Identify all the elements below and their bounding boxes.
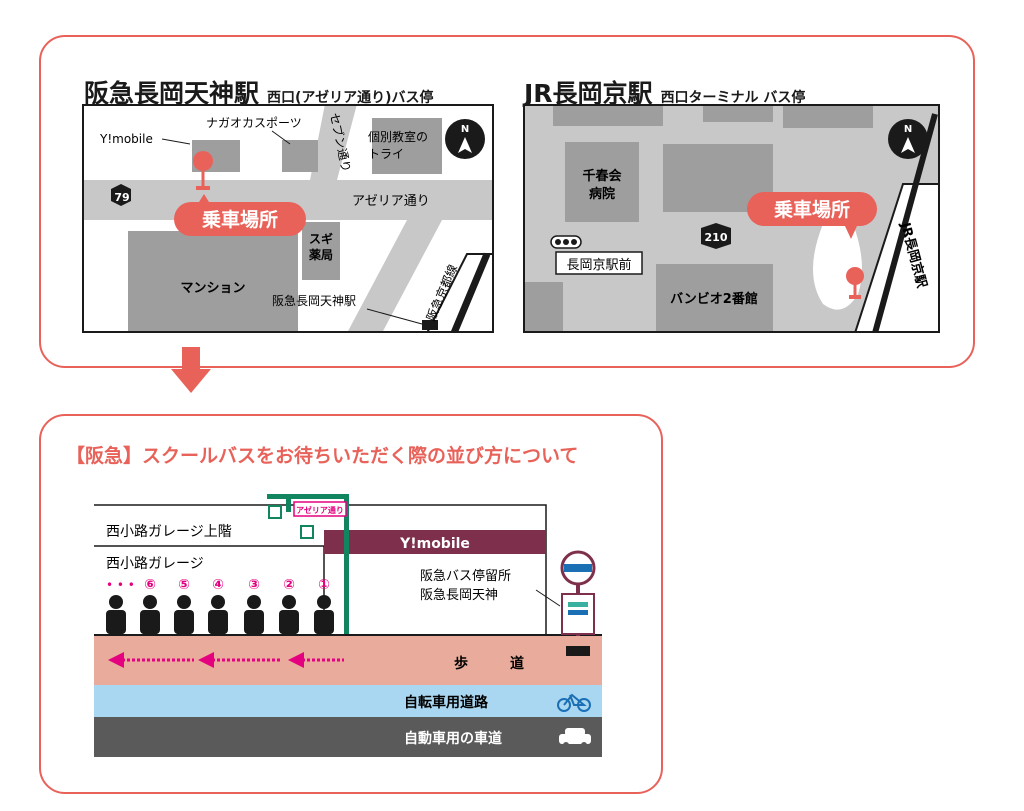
hankyu-map: 79 乗車場所 Y!mobile ナガオカスポーツ セブン通り 個別教室の トラ… bbox=[82, 104, 494, 333]
sports-building bbox=[282, 140, 318, 172]
left-building bbox=[523, 282, 563, 333]
sugi-label-2: 薬局 bbox=[309, 247, 333, 262]
boarding-bubble bbox=[174, 202, 306, 236]
hankyu-title: 阪急長岡天神駅西口(アゼリア通り)バス停 bbox=[84, 74, 434, 110]
bampio-label: バンビオ2番館 bbox=[670, 291, 758, 307]
top-building-3 bbox=[783, 104, 873, 128]
boarding-pin-icon bbox=[193, 151, 213, 171]
sports-label: ナガオカスポーツ bbox=[206, 116, 302, 130]
jr-boarding-label: 乗車場所 bbox=[774, 198, 850, 221]
stop-sign-label: 長岡京駅前 bbox=[566, 257, 631, 273]
juku-building bbox=[372, 118, 442, 174]
azelia-label: アゼリア通り bbox=[352, 194, 430, 209]
sugi-building bbox=[302, 222, 340, 280]
seven-road bbox=[310, 104, 357, 180]
juku-label-2: トライ bbox=[368, 147, 404, 161]
bus-stop-sign-icon bbox=[560, 550, 596, 656]
position-4: ④ bbox=[212, 577, 224, 593]
busstop-label-1: 阪急バス停留所 bbox=[420, 568, 511, 584]
bampio-building bbox=[656, 264, 773, 333]
azelia-sign-label: アゼリア通り bbox=[296, 505, 344, 515]
position-5: ⑤ bbox=[178, 577, 190, 593]
boarding-label: 乗車場所 bbox=[202, 208, 278, 231]
stop-sign-box bbox=[555, 251, 643, 275]
azelia-sign bbox=[293, 501, 347, 517]
jr-boarding-pin-icon bbox=[846, 267, 864, 285]
route-210-shield bbox=[701, 223, 731, 249]
queue-positions: ⑥ ⑤ ④ ③ ② ① bbox=[144, 577, 330, 593]
car-lane-label: 自動車用の車道 bbox=[404, 730, 502, 747]
sidewalk-label: 歩 道 bbox=[454, 655, 524, 672]
sugi-label-1: スギ bbox=[309, 231, 333, 246]
jr-station-name: JR長岡京駅 bbox=[524, 79, 653, 108]
mansion-building bbox=[128, 231, 298, 333]
ymobile-bar bbox=[324, 530, 546, 554]
car-lane bbox=[94, 717, 602, 757]
busstop-label-2: 阪急長岡天神 bbox=[420, 588, 498, 603]
diagonal-road bbox=[347, 220, 442, 333]
jr-north-label: N bbox=[904, 124, 912, 135]
queue-diagram: 西小路ガレージ上階 西小路ガレージ Y!mobile アゼリア通り • • • … bbox=[94, 494, 602, 757]
hankyu-station-name: 阪急長岡天神駅 bbox=[84, 79, 260, 108]
rotary-island bbox=[813, 224, 862, 310]
down-arrow-icon bbox=[171, 347, 211, 393]
position-3: ③ bbox=[248, 577, 260, 593]
rail-track bbox=[450, 252, 491, 333]
garage-upper-label: 西小路ガレージ上階 bbox=[106, 524, 232, 540]
station-marker bbox=[422, 320, 438, 330]
jr-stop-name: 西口ターミナル バス停 bbox=[660, 90, 806, 106]
route-79-shield bbox=[111, 184, 131, 206]
route-79-label: 79 bbox=[114, 191, 129, 204]
queue-dots: • • • bbox=[106, 578, 135, 592]
position-1: ① bbox=[318, 577, 330, 593]
hospital-building bbox=[565, 142, 639, 222]
jr-boarding-bubble bbox=[747, 192, 877, 226]
ymobile-bar-label: Y!mobile bbox=[399, 536, 470, 552]
car-icon bbox=[559, 728, 591, 748]
azelia-sign-pole bbox=[344, 494, 349, 644]
garage-label: 西小路ガレージ bbox=[106, 556, 204, 572]
ymobile-label: Y!mobile bbox=[99, 132, 153, 146]
juku-label-1: 個別教室の bbox=[368, 129, 428, 144]
station-label: 阪急長岡天神駅 bbox=[272, 293, 356, 308]
hankyu-stop-name: 西口(アゼリア通り)バス停 bbox=[267, 90, 434, 106]
queue-direction-arrows bbox=[108, 652, 344, 668]
hospital-label-1: 千春会 bbox=[582, 168, 622, 184]
queue-title: 【阪急】スクールバスをお待ちいただく際の並び方について bbox=[66, 445, 579, 467]
bicycle-icon bbox=[557, 693, 591, 712]
jr-map: JR長岡京駅 210 長岡京駅前 千春会 病院 バンビオ2番館 乗車場所 N bbox=[523, 104, 940, 333]
position-6: ⑥ bbox=[144, 577, 156, 593]
top-building-2 bbox=[703, 104, 773, 122]
position-2: ② bbox=[283, 577, 295, 593]
top-building-1 bbox=[553, 104, 663, 126]
mansion-label: マンション bbox=[180, 281, 245, 296]
sidewalk bbox=[94, 635, 602, 685]
north-label: N bbox=[461, 124, 469, 135]
hospital-label-2: 病院 bbox=[589, 186, 615, 202]
jr-title: JR長岡京駅西口ターミナル バス停 bbox=[524, 74, 805, 110]
route-210-label: 210 bbox=[705, 231, 728, 244]
bike-lane bbox=[94, 685, 602, 717]
bike-lane-label: 自転車用道路 bbox=[404, 694, 489, 711]
